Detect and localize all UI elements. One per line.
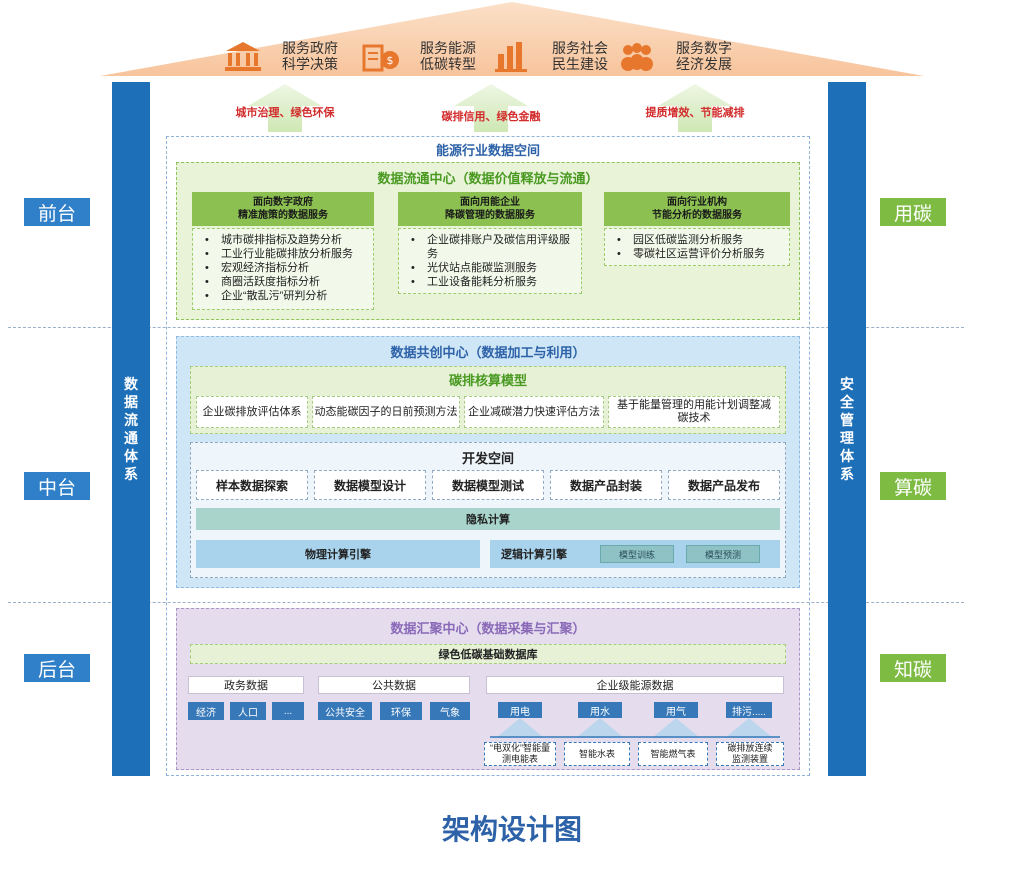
data-circulation-center-title: 数据流通中心（数据价值释放与流通） bbox=[377, 170, 599, 186]
layer-label-middle: 中台 bbox=[24, 472, 90, 500]
data-aggregation-center-title: 数据汇聚中心（数据采集与汇聚） bbox=[390, 620, 586, 636]
list-item: 企业“散乱污”研判分析 bbox=[203, 289, 367, 303]
energy-data-space-title: 能源行业数据空间 bbox=[435, 142, 540, 158]
roof-item-gov: 服务政府 科学决策 bbox=[222, 38, 346, 74]
dev-item: 数据产品封装 bbox=[550, 470, 662, 500]
model-prediction-chip: 模型预测 bbox=[686, 545, 760, 563]
service-list-institution: 园区低碳监测分析服务 零碳社区运营评价分析服务 bbox=[604, 228, 790, 266]
service-column-header-institution: 面向行业机构 节能分析的数据服务 bbox=[604, 192, 790, 226]
arrow-label-1: 城市治理、绿色环保 bbox=[235, 107, 335, 119]
development-space-title: 开发空间 bbox=[461, 450, 514, 466]
data-co-creation-center-title: 数据共创中心（数据加工与利用） bbox=[390, 344, 586, 360]
device-chip: 智能燃气表 bbox=[638, 742, 708, 766]
service-column-header-enterprise: 面向用能企业 降碳管理的数据服务 bbox=[398, 192, 582, 226]
dev-item: 数据模型测试 bbox=[432, 470, 544, 500]
dev-item: 样本数据探索 bbox=[196, 470, 308, 500]
arrow-up-3: 提质增效、节能减排 bbox=[636, 82, 754, 134]
roof-banner bbox=[100, 2, 924, 76]
data-chip: 气象 bbox=[430, 702, 470, 720]
layer-label-use-carbon: 用碳 bbox=[880, 198, 946, 226]
data-chip: 人口 bbox=[230, 702, 266, 720]
arrow-up-2: 碳排信用、绿色金融 bbox=[432, 82, 550, 134]
device-chip: 碳排放连续 监测装置 bbox=[716, 742, 784, 766]
model-item: 企业减碳潜力快速评估方法 bbox=[464, 396, 604, 428]
data-chip: ... bbox=[272, 702, 304, 720]
list-item: 零碳社区运营评价分析服务 bbox=[615, 247, 783, 261]
government-building-icon bbox=[225, 42, 261, 71]
separator-front-middle bbox=[8, 327, 964, 328]
model-item: 企业碳排放评估体系 bbox=[196, 396, 308, 428]
layer-label-calc-carbon: 算碳 bbox=[880, 472, 946, 500]
roof-text-gov: 服务政府 科学决策 bbox=[282, 40, 338, 72]
logical-computing-engine-label: 逻辑计算引擎 bbox=[501, 549, 567, 561]
service-list-gov: 城市碳排指标及趋势分析 工业行业能碳排放分析服务 宏观经济指标分析 商圈活跃度指… bbox=[192, 228, 374, 310]
money-document-icon: $ bbox=[362, 44, 399, 72]
roof-text-economy: 服务数字 经济发展 bbox=[676, 40, 732, 72]
dev-item: 数据模型设计 bbox=[314, 470, 426, 500]
data-chip: 用水 bbox=[578, 702, 622, 718]
bar-building-icon bbox=[495, 42, 527, 72]
green-lowcarbon-database: 绿色低碳基础数据库 bbox=[190, 644, 786, 664]
up-arrow-icon bbox=[658, 84, 732, 132]
device-chip: 智能水表 bbox=[564, 742, 630, 766]
roof-text-energy: 服务能源 低碳转型 bbox=[420, 40, 476, 72]
separator-middle-back bbox=[8, 602, 964, 603]
service-column-header-gov: 面向数字政府 精准施策的数据服务 bbox=[192, 192, 374, 226]
layer-label-front: 前台 bbox=[24, 198, 90, 226]
arrow-up-1: 城市治理、绿色环保 bbox=[226, 82, 344, 134]
data-chip: 用电 bbox=[498, 702, 542, 718]
enterprise-energy-data-label: 企业级能源数据 bbox=[486, 676, 784, 694]
data-chip: 公共安全 bbox=[318, 702, 372, 720]
carbon-accounting-model-title: 碳排核算模型 bbox=[448, 372, 527, 388]
list-item: 工业设备能耗分析服务 bbox=[409, 275, 575, 289]
data-chip: 排污..... bbox=[726, 702, 772, 718]
roof-item-society: 服务社会 民生建设 bbox=[492, 38, 616, 74]
device-chip: “电双化”智能量 测电能表 bbox=[484, 742, 556, 766]
roof-item-economy: 服务数字 经济发展 bbox=[616, 38, 740, 74]
right-bar-label: 安全管理体系 bbox=[840, 376, 854, 482]
left-bar-label: 数据流通体系 bbox=[124, 376, 138, 482]
list-item: 光伏站点能碳监测服务 bbox=[409, 261, 575, 275]
arrow-label-2: 碳排信用、绿色金融 bbox=[441, 111, 541, 123]
model-item: 基于能量管理的用能计划调整减碳技术 bbox=[608, 396, 780, 428]
physical-computing-engine: 物理计算引擎 bbox=[196, 540, 480, 568]
model-training-chip: 模型训练 bbox=[600, 545, 674, 563]
roof-triangle bbox=[100, 2, 924, 76]
list-item: 城市碳排指标及趋势分析 bbox=[203, 233, 367, 247]
model-item: 动态能碳因子的日前预测方法 bbox=[312, 396, 460, 428]
privacy-computing-bar: 隐私计算 bbox=[196, 508, 780, 530]
dev-item: 数据产品发布 bbox=[668, 470, 780, 500]
energy-data-space bbox=[166, 136, 810, 776]
up-arrow-icon bbox=[248, 84, 322, 132]
service-list-enterprise: 企业碳排账户及碳信用评级服务 光伏站点能碳监测服务 工业设备能耗分析服务 bbox=[398, 228, 582, 294]
data-chip: 环保 bbox=[380, 702, 422, 720]
list-item: 工业行业能碳排放分析服务 bbox=[203, 247, 367, 261]
list-item: 企业碳排账户及碳信用评级服务 bbox=[409, 233, 575, 261]
svg-text:$: $ bbox=[387, 54, 394, 67]
data-chip: 用气 bbox=[654, 702, 698, 718]
security-management-system-bar: 安全管理体系 bbox=[828, 82, 866, 776]
layer-label-know-carbon: 知碳 bbox=[880, 654, 946, 682]
data-chip: 经济 bbox=[188, 702, 224, 720]
triangle-connectors bbox=[490, 718, 780, 738]
up-arrow-icon bbox=[454, 84, 528, 132]
roof-text-society: 服务社会 民生建设 bbox=[552, 40, 608, 72]
layer-label-back: 后台 bbox=[24, 654, 90, 682]
list-item: 商圈活跃度指标分析 bbox=[203, 275, 367, 289]
public-data-label: 公共数据 bbox=[318, 676, 470, 694]
list-item: 宏观经济指标分析 bbox=[203, 261, 367, 275]
people-group-icon bbox=[621, 43, 653, 71]
data-circulation-system-bar: 数据流通体系 bbox=[112, 82, 150, 776]
list-item: 园区低碳监测分析服务 bbox=[615, 233, 783, 247]
arrow-label-3: 提质增效、节能减排 bbox=[645, 107, 745, 119]
roof-item-energy: $ 服务能源 低碳转型 bbox=[360, 38, 484, 74]
gov-data-label: 政务数据 bbox=[188, 676, 304, 694]
figure-caption: 架构设计图 bbox=[441, 814, 582, 845]
